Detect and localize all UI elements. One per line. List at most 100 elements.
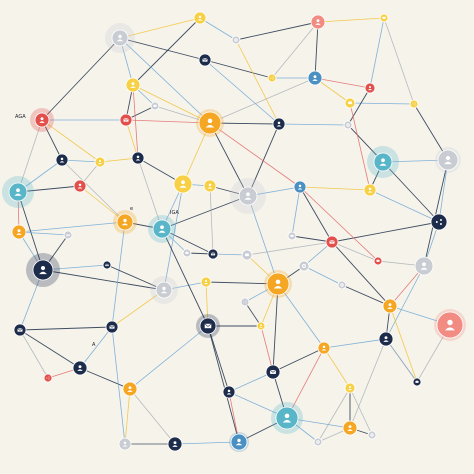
network-edge bbox=[413, 103, 449, 161]
network-node bbox=[307, 70, 323, 86]
network-node bbox=[437, 149, 459, 171]
person-avatar-icon bbox=[276, 121, 282, 127]
network-edge bbox=[323, 338, 387, 349]
network-edge bbox=[246, 241, 333, 256]
network-edge bbox=[111, 221, 126, 328]
network-node bbox=[13, 323, 27, 337]
network-edge bbox=[125, 119, 211, 124]
person-avatar-icon bbox=[368, 85, 372, 91]
network-edge bbox=[349, 387, 373, 436]
network-node bbox=[167, 436, 183, 452]
person-avatar-icon bbox=[226, 389, 232, 395]
chat-bubble-icon bbox=[376, 259, 380, 262]
network-node bbox=[343, 120, 353, 130]
network-node bbox=[293, 180, 307, 194]
network-edge bbox=[438, 159, 449, 223]
network-node bbox=[152, 219, 172, 239]
envelope-icon bbox=[123, 118, 129, 122]
network-edge bbox=[17, 185, 81, 193]
network-edge bbox=[385, 265, 425, 340]
person-avatar-icon bbox=[130, 82, 136, 88]
person-avatar-icon bbox=[347, 425, 353, 431]
network-edge bbox=[129, 388, 176, 445]
network-node bbox=[198, 111, 222, 135]
node-circle bbox=[343, 120, 353, 130]
network-node bbox=[373, 256, 383, 266]
network-node bbox=[94, 156, 106, 168]
label-a: A bbox=[92, 342, 96, 348]
network-node bbox=[231, 35, 241, 45]
network-node bbox=[155, 281, 173, 299]
network-edge bbox=[132, 84, 139, 159]
network-node bbox=[412, 377, 422, 387]
network-edge bbox=[204, 59, 280, 125]
network-node bbox=[193, 11, 207, 25]
network-edge bbox=[209, 77, 316, 124]
network-edge bbox=[161, 195, 249, 230]
network-edge bbox=[247, 195, 279, 285]
network-node bbox=[150, 101, 160, 111]
person-avatar-icon bbox=[98, 159, 102, 165]
node-circle bbox=[231, 35, 241, 45]
network-node bbox=[344, 97, 356, 109]
envelope-icon bbox=[204, 323, 212, 329]
node-circle bbox=[430, 213, 448, 231]
network-node bbox=[364, 82, 376, 94]
network-edge bbox=[385, 338, 418, 383]
label-aga: AGA bbox=[15, 114, 26, 120]
gear-icon bbox=[370, 433, 374, 437]
person-avatar-icon bbox=[207, 183, 213, 189]
network-edge bbox=[291, 186, 301, 237]
person-avatar-icon bbox=[259, 324, 263, 328]
network-edge bbox=[383, 17, 415, 105]
network-node bbox=[119, 113, 133, 127]
person-avatar-icon bbox=[158, 225, 166, 233]
person-avatar-icon bbox=[197, 15, 203, 21]
network-node bbox=[265, 364, 281, 380]
network-node bbox=[342, 420, 358, 436]
person-avatar-icon bbox=[312, 75, 318, 81]
network-node bbox=[125, 77, 141, 93]
person-avatar-icon bbox=[179, 180, 187, 188]
network-node bbox=[111, 29, 129, 47]
network-node bbox=[313, 437, 323, 447]
network-node bbox=[72, 360, 88, 376]
person-avatar-icon bbox=[444, 319, 456, 331]
person-avatar-icon bbox=[16, 229, 22, 235]
network-edge bbox=[132, 84, 211, 124]
node-circle bbox=[298, 260, 310, 272]
node-circle bbox=[313, 437, 323, 447]
gear-icon bbox=[316, 440, 320, 444]
envelope-icon bbox=[109, 325, 115, 329]
person-avatar-icon bbox=[204, 279, 208, 285]
network-edge bbox=[41, 119, 101, 163]
network-node bbox=[367, 430, 377, 440]
network-node bbox=[344, 382, 356, 394]
network-nodes bbox=[8, 11, 464, 452]
person-avatar-icon bbox=[39, 117, 45, 123]
network-edge bbox=[260, 325, 274, 373]
network-node bbox=[116, 213, 134, 231]
envelope-icon bbox=[329, 240, 335, 244]
network-node bbox=[379, 13, 389, 23]
network-edge bbox=[291, 235, 333, 243]
network-edge bbox=[341, 284, 391, 307]
network-edge bbox=[207, 325, 240, 443]
network-edge bbox=[423, 159, 449, 267]
network-node bbox=[43, 373, 53, 383]
network-edge bbox=[369, 17, 385, 89]
network-edge bbox=[228, 371, 274, 393]
network-node bbox=[200, 276, 212, 288]
network-edge bbox=[161, 228, 214, 255]
network-edge bbox=[19, 326, 113, 331]
share-icon bbox=[435, 219, 442, 225]
person-avatar-icon bbox=[282, 413, 292, 423]
network-node bbox=[298, 260, 310, 272]
network-node bbox=[32, 259, 54, 281]
person-avatar-icon bbox=[235, 438, 243, 446]
network-edge bbox=[199, 17, 237, 41]
network-node bbox=[317, 341, 331, 355]
network-edge bbox=[129, 325, 209, 390]
network-node bbox=[102, 260, 112, 270]
network-edge bbox=[247, 123, 280, 197]
